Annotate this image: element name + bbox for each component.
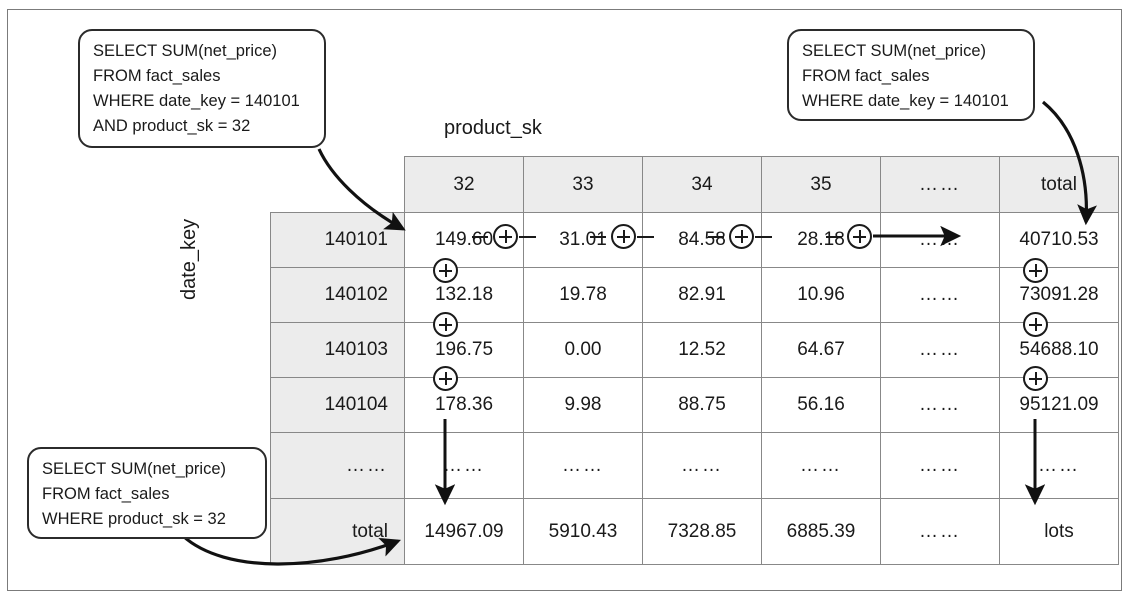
table-header-row: 32 33 34 35 …… total bbox=[270, 156, 1119, 213]
table-row: 140102 132.18 19.78 82.91 10.96 …… 73091… bbox=[270, 267, 1119, 323]
cell-ellipsis: …… bbox=[880, 377, 1000, 433]
cell-column-total: 14967.09 bbox=[404, 498, 524, 565]
plus-icon bbox=[611, 224, 636, 249]
cell-column-total: 5910.43 bbox=[523, 498, 643, 565]
row-header: 140104 bbox=[270, 377, 405, 433]
cell-value: 178.36 bbox=[404, 377, 524, 433]
cell-row-total: 95121.09 bbox=[999, 377, 1119, 433]
table-row: 140101 149.60 31.01 84.58 28.18 …… 40710… bbox=[270, 212, 1119, 268]
sum-connector-bar bbox=[519, 236, 536, 239]
cell-value: 19.78 bbox=[523, 267, 643, 323]
cell-value: 9.98 bbox=[523, 377, 643, 433]
cell-value: 12.52 bbox=[642, 322, 762, 378]
callout-line: WHERE date_key = 140101 bbox=[93, 92, 300, 110]
callout-line: FROM fact_sales bbox=[42, 485, 170, 503]
sum-connector-bar bbox=[826, 236, 842, 239]
callout-line: FROM fact_sales bbox=[802, 67, 930, 85]
plus-icon bbox=[1023, 312, 1048, 337]
cell-value: 0.00 bbox=[523, 322, 643, 378]
column-header: 34 bbox=[642, 156, 762, 213]
cell-ellipsis: …… bbox=[523, 432, 643, 499]
sum-connector-bar bbox=[637, 236, 654, 239]
table-row-ellipsis: …… …… …… …… …… …… …… bbox=[270, 432, 1119, 499]
cell-row-total: 73091.28 bbox=[999, 267, 1119, 323]
row-header: 140102 bbox=[270, 267, 405, 323]
plus-icon bbox=[493, 224, 518, 249]
cell-value: 28.18 bbox=[761, 212, 881, 268]
column-header-ellipsis: …… bbox=[880, 156, 1000, 213]
column-header: 35 bbox=[761, 156, 881, 213]
sum-connector-bar bbox=[755, 236, 772, 239]
plus-icon bbox=[433, 258, 458, 283]
cell-row-total: 54688.10 bbox=[999, 322, 1119, 378]
callout-line: WHERE product_sk = 32 bbox=[42, 510, 226, 528]
row-header: 140103 bbox=[270, 322, 405, 378]
table-row: 140104 178.36 9.98 88.75 56.16 …… 95121.… bbox=[270, 377, 1119, 433]
table-total-row: total 14967.09 5910.43 7328.85 6885.39 …… bbox=[270, 498, 1119, 565]
table-row: 140103 196.75 0.00 12.52 64.67 …… 54688.… bbox=[270, 322, 1119, 378]
column-header-total: total bbox=[999, 156, 1119, 213]
callout-line: AND product_sk = 32 bbox=[93, 117, 251, 135]
cell-column-total: 7328.85 bbox=[642, 498, 762, 565]
cell-ellipsis: …… bbox=[642, 432, 762, 499]
cell-ellipsis: …… bbox=[404, 432, 524, 499]
callout-column-total-query: SELECT SUM(net_price) FROM fact_sales WH… bbox=[27, 447, 267, 539]
cell-value: 196.75 bbox=[404, 322, 524, 378]
row-header-total: total bbox=[270, 498, 405, 565]
column-axis-label: product_sk bbox=[444, 117, 542, 139]
cell-value: 56.16 bbox=[761, 377, 881, 433]
plus-icon bbox=[433, 366, 458, 391]
plus-icon bbox=[1023, 366, 1048, 391]
cell-ellipsis: …… bbox=[880, 498, 1000, 565]
cell-value: 132.18 bbox=[404, 267, 524, 323]
cell-value: 82.91 bbox=[642, 267, 762, 323]
cell-value: 88.75 bbox=[642, 377, 762, 433]
cell-ellipsis: …… bbox=[880, 212, 1000, 268]
pivot-matrix: 32 33 34 35 …… total 140101 149.60 31.01… bbox=[270, 156, 1119, 565]
callout-line: WHERE date_key = 140101 bbox=[802, 92, 1009, 110]
matrix-corner bbox=[270, 156, 405, 213]
plus-icon bbox=[433, 312, 458, 337]
cell-ellipsis: …… bbox=[880, 432, 1000, 499]
callout-line: SELECT SUM(net_price) bbox=[802, 42, 987, 60]
cell-ellipsis: …… bbox=[880, 267, 1000, 323]
cell-ellipsis: …… bbox=[880, 322, 1000, 378]
callout-line: SELECT SUM(net_price) bbox=[42, 460, 227, 478]
row-header-ellipsis: …… bbox=[270, 432, 405, 499]
callout-row-total-query: SELECT SUM(net_price) FROM fact_sales WH… bbox=[787, 29, 1035, 121]
callout-line: SELECT SUM(net_price) bbox=[93, 42, 278, 60]
cell-ellipsis: …… bbox=[761, 432, 881, 499]
sum-connector-bar bbox=[472, 236, 488, 239]
plus-icon bbox=[847, 224, 872, 249]
row-axis-label: date_key bbox=[178, 218, 200, 300]
callout-single-cell-query: SELECT SUM(net_price) FROM fact_sales WH… bbox=[78, 29, 326, 148]
plus-icon bbox=[729, 224, 754, 249]
cell-row-total: 40710.53 bbox=[999, 212, 1119, 268]
column-header: 33 bbox=[523, 156, 643, 213]
matrix-table: 32 33 34 35 …… total 140101 149.60 31.01… bbox=[270, 156, 1119, 565]
sum-connector-bar bbox=[708, 236, 724, 239]
cell-column-total: 6885.39 bbox=[761, 498, 881, 565]
cell-value: 10.96 bbox=[761, 267, 881, 323]
cell-grand-total: lots bbox=[999, 498, 1119, 565]
row-header: 140101 bbox=[270, 212, 405, 268]
callout-line: FROM fact_sales bbox=[93, 67, 221, 85]
column-header: 32 bbox=[404, 156, 524, 213]
sum-connector-bar bbox=[590, 236, 606, 239]
cell-value: 64.67 bbox=[761, 322, 881, 378]
cell-ellipsis: …… bbox=[999, 432, 1119, 499]
plus-icon bbox=[1023, 258, 1048, 283]
